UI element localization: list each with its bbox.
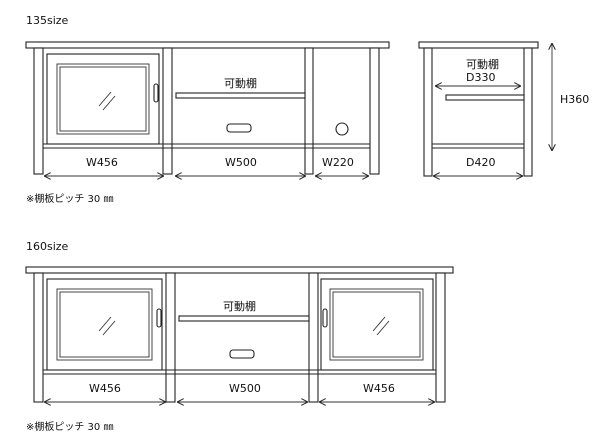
dim-height: H360: [560, 93, 589, 106]
title-160: 160size: [26, 240, 69, 253]
dim-w1-160: W456: [89, 382, 121, 395]
side-top: [418, 41, 539, 49]
door-handle: [322, 308, 328, 328]
dim-w2-160: W500: [229, 382, 261, 395]
drawer-handle: [226, 123, 252, 133]
dim-depth-inner: D330: [466, 71, 495, 84]
divider-post-1: [165, 272, 176, 403]
top-board: [25, 266, 454, 274]
top-board: [25, 41, 390, 49]
side-shelf-label: 可動棚: [466, 57, 499, 71]
front-view-160: 可動棚 W456 W500 W456: [25, 266, 454, 403]
dim-w1-135: W456: [86, 156, 118, 169]
dim-w3-160: W456: [363, 382, 395, 395]
side-back-leg: [523, 47, 533, 177]
divider-post-2: [304, 47, 314, 175]
pitch-note-160: ※棚板ピッチ 30 ㎜: [26, 420, 113, 433]
drawer-handle: [229, 349, 255, 359]
dim-depth: D420: [466, 156, 495, 169]
pitch-note-135: ※棚板ピッチ 30 ㎜: [26, 192, 113, 205]
door-handle: [156, 308, 162, 328]
door-handle: [153, 83, 159, 103]
shelf-label-135: 可動棚: [224, 76, 257, 90]
right-leg: [369, 47, 380, 175]
side-view-135: 可動棚 D330 D420 H360: [418, 41, 589, 177]
glass-door-right: [320, 278, 434, 371]
movable-shelf: [178, 315, 310, 322]
side-front-leg: [423, 47, 433, 177]
dim-w2-135: W500: [225, 156, 257, 169]
glass-door-left: [46, 278, 163, 371]
movable-shelf: [175, 92, 306, 99]
shelf-label-160: 可動棚: [223, 299, 256, 313]
cable-hole: [335, 122, 349, 136]
glass-door: [46, 53, 160, 145]
right-leg: [435, 272, 446, 403]
front-view-135: 可動棚 W456 W500 W220: [25, 41, 390, 176]
dim-w3-135: W220: [322, 156, 354, 169]
divider-post-2: [308, 272, 319, 403]
divider-post-1: [162, 47, 173, 175]
left-leg: [33, 272, 44, 403]
title-135: 135size: [26, 14, 69, 27]
left-leg: [33, 47, 44, 175]
side-shelf: [445, 94, 525, 101]
